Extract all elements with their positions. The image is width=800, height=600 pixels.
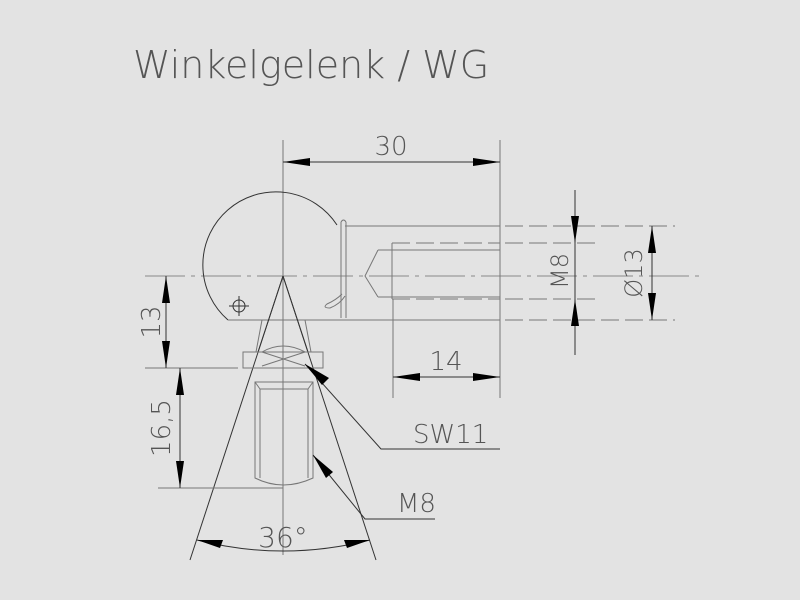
dimension-30-label: 30 [374,132,407,162]
dimension-m8-label: M8 [546,253,574,289]
dimension-diameter-13: Ø13 [620,226,656,320]
hex-nut [242,345,324,369]
threaded-stud [254,381,314,507]
callout-sw11-label: SW11 [413,420,488,450]
dimension-diameter-13-label: Ø13 [620,248,648,297]
dimension-14: 14 [392,299,501,398]
callout-sw11: SW11 [304,363,500,450]
dimension-13: 13 [137,276,238,369]
ball-housing [202,191,675,321]
dimension-m8-shaft: M8 [546,190,579,355]
dimension-30: 30 [283,132,501,226]
dimension-14-label: 14 [429,347,462,377]
dimension-16-5-label: 16,5 [147,399,177,457]
dimension-16-5: 16,5 [147,368,283,489]
swivel-cone [189,275,377,561]
callout-m8-label: M8 [397,489,436,519]
callout-m8-stud: M8 [312,454,436,520]
dimension-13-label: 13 [137,305,167,338]
dimension-angle-36-label: 36° [258,521,308,554]
dimension-angle-36: 36° [196,521,371,554]
drawing-title: Winkelgelenk / WG [133,43,489,87]
